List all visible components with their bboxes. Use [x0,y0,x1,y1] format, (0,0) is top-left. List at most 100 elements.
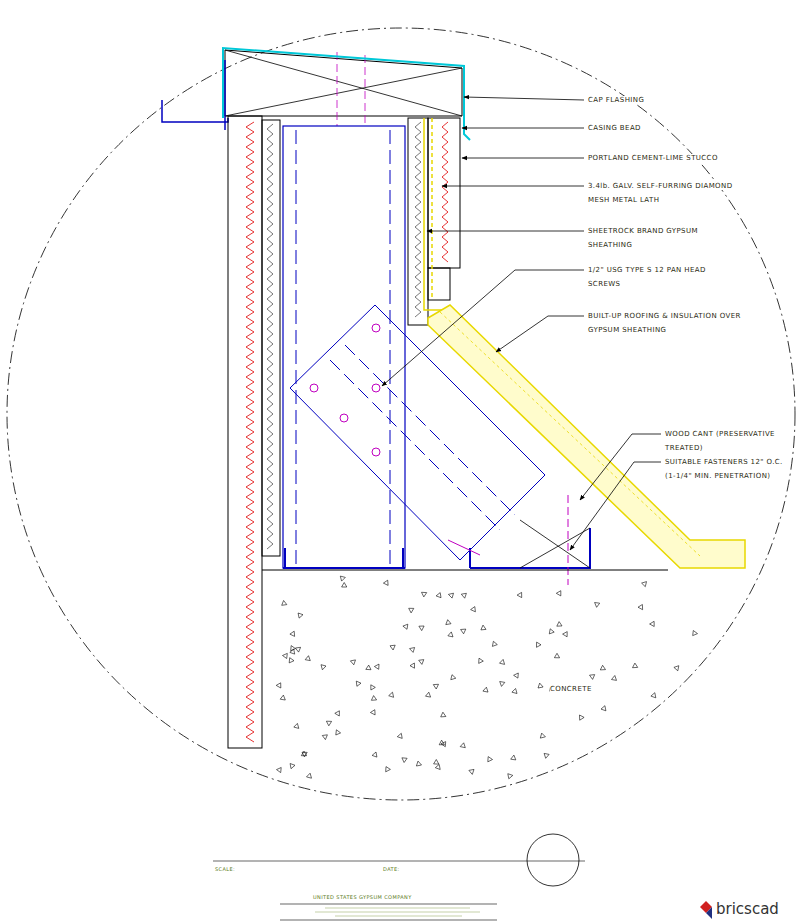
aggregate-mark [693,631,698,636]
gypsum-sheathing [262,120,280,556]
stucco [428,118,460,268]
aggregate-mark [633,663,638,668]
aggregate-mark [435,764,440,769]
aggregate-mark [537,642,542,647]
aggregate-mark [479,658,484,663]
company-name: UNITED STATES GYPSUM COMPANY [313,893,453,901]
aggregate-mark [441,742,446,747]
texture-line [415,122,421,317]
leader-lines [382,97,661,550]
aggregate-mark [554,653,559,658]
label-text: DATE: [383,866,400,872]
aggregate-mark [342,583,347,588]
aggregate-mark [350,660,355,665]
aggregate-mark [511,755,516,760]
aggregate-mark [277,768,282,773]
aggregate-mark [446,620,451,625]
aggregate-mark [538,683,543,688]
aggregate-mark [469,769,474,774]
aggregate-mark [321,665,326,670]
aggregate-mark [386,767,391,772]
aggregate-mark [500,659,505,664]
watermark: bricscad [716,900,796,918]
callout-label: BUILT-UP ROOFING & INSULATION OVER GYPSU… [588,309,763,337]
wood-cap [225,50,462,126]
title-block [213,834,585,920]
aggregate-mark [500,682,505,687]
aggregate-mark [416,761,421,766]
aggregate-mark [514,673,519,678]
aggregate-mark [651,693,656,698]
label-text: PORTLAND CEMENT-LIME STUCCO [588,154,718,162]
callout-label: PORTLAND CEMENT-LIME STUCCO [588,151,778,165]
aggregate-mark [434,760,439,765]
label-text: BUILT-UP ROOFING & INSULATION OVER GYPSU… [588,312,741,334]
label-text: CASING BEAD [588,124,641,132]
detail-circle [7,28,795,800]
aggregate-mark [451,675,456,680]
wood-blocking [290,305,545,560]
aggregate-mark [302,752,307,757]
aggregate-mark [436,593,441,598]
label-text: UNITED STATES GYPSUM COMPANY [313,894,412,900]
title-field: SCALE: [215,865,275,873]
aggregate-mark [517,592,522,597]
aggregate-mark [291,646,296,651]
label-text: SUITABLE FASTENERS 12" O.C. (1-1/4" MIN.… [665,458,783,480]
aggregate-mark [280,695,285,700]
aggregate-mark [508,774,513,779]
callout-label: 1/2" USG TYPE S 12 PAN HEAD SCREWS [588,263,718,291]
aggregate-mark [340,576,345,581]
aggregate-mark [419,660,424,665]
aggregate-mark [448,593,453,598]
aggregate-mark [426,692,431,697]
aggregate-mark [433,684,438,689]
aggregate-mark [563,632,568,637]
label-text: SCALE: [215,866,235,872]
aggregate-mark [290,764,295,769]
aggregate-mark [557,622,562,627]
callout-label: SUITABLE FASTENERS 12" O.C. (1-1/4" MIN.… [665,455,793,483]
aggregate-mark [471,607,476,612]
texture-line [442,122,448,262]
aggregate-mark [402,758,407,763]
aggregate-mark [307,773,312,778]
aggregate-mark [366,665,371,670]
aggregate-mark [638,605,643,610]
aggregate-mark [301,751,306,756]
aggregate-mark [540,733,545,738]
aggregate-mark [488,757,493,762]
aggregate-mark [390,645,395,650]
aggregate-mark [461,629,466,634]
aggregate-mark [403,624,408,629]
aggregate-mark [397,733,402,738]
aggregate-mark [356,681,361,686]
callout-label: 3.4lb. GALV. SELF-FURRING DIAMOND MESH M… [588,179,748,207]
aggregate-mark [512,689,517,694]
label-text: 3.4lb. GALV. SELF-FURRING DIAMOND MESH M… [588,182,732,204]
aggregate-mark [276,683,281,688]
callout-label: CASING BEAD [588,121,748,135]
aggregate-mark [650,621,655,626]
aggregate-mark [410,663,415,668]
label-text: 1/2" USG TYPE S 12 PAN HEAD SCREWS [588,266,706,288]
aggregate-mark [336,730,341,735]
aggregate-mark [460,743,465,748]
aggregate-mark [441,712,446,717]
title-field: DATE: [383,865,443,873]
aggregate-mark [335,711,340,716]
aggregate-mark [370,710,375,715]
counter-flashing [162,100,228,122]
label-text: bricscad [716,900,779,918]
aggregate-mark [282,601,287,606]
wood-cant [448,495,590,585]
aggregate-mark [601,706,606,711]
aggregate-mark [642,582,647,587]
aggregate-mark [600,665,605,670]
label-text: CAP FLASHING [588,96,644,104]
aggregate-mark [439,740,444,745]
aggregate-mark [371,696,376,701]
parapet-sheathing [408,118,428,325]
texture-line [246,122,254,742]
aggregate-mark [544,753,549,758]
